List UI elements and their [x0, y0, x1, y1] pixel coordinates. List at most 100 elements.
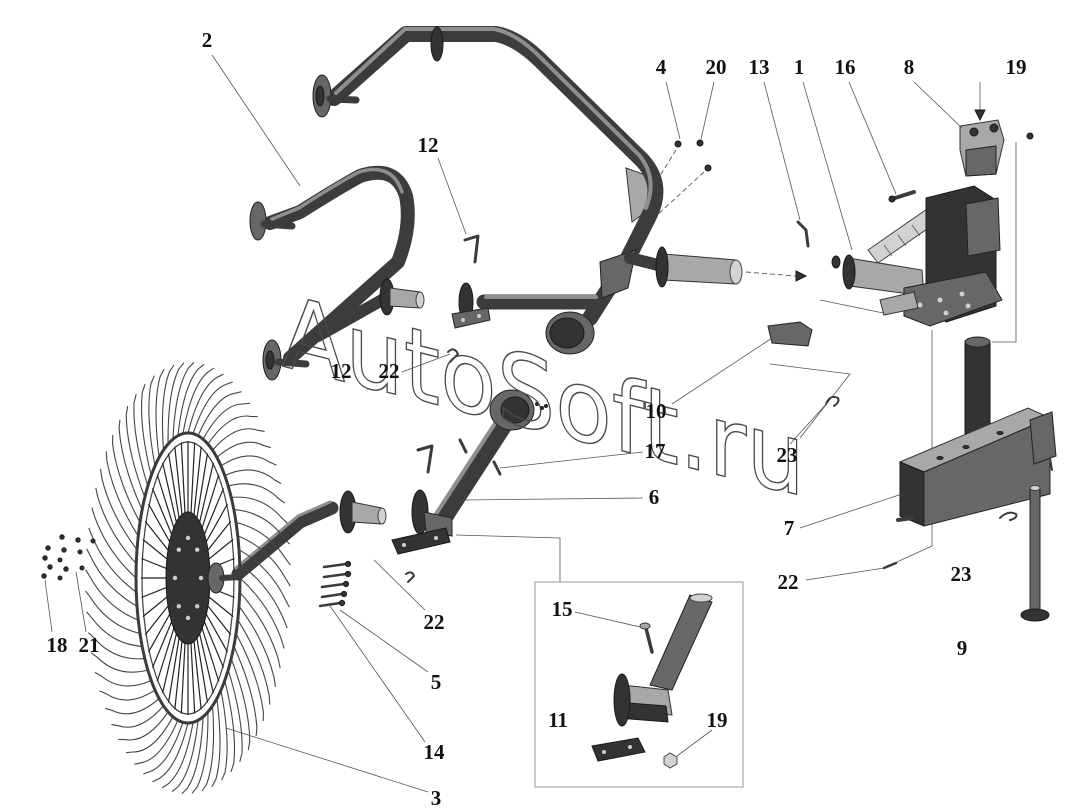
beam-stub-axle [896, 516, 914, 522]
callout-part-8: 8 [904, 55, 915, 79]
bolts-14 [318, 560, 352, 608]
lower-frame-highlight [270, 167, 404, 221]
arm-6-plate [391, 527, 451, 555]
wheel-spoke [202, 618, 225, 668]
cross-tube-bracket [451, 307, 491, 329]
wheel-spoke [205, 603, 232, 636]
callout-part-10: 10 [646, 399, 667, 423]
rake-tine [90, 652, 148, 673]
callout-part-11: 11 [548, 708, 568, 732]
leader-line-21 [75, 571, 87, 633]
plate-hole [434, 536, 438, 540]
arm-6-highlight [434, 406, 507, 516]
frame-side-tube-flange [655, 246, 669, 288]
rake-tine [182, 367, 215, 434]
inset-detail [534, 581, 744, 788]
leader-line-14 [329, 605, 426, 743]
frame-tube-highlight [334, 27, 653, 210]
rake-tine [181, 716, 204, 794]
nut-18 [75, 537, 81, 543]
wheel-spoke [141, 586, 169, 599]
rake-tine [161, 722, 194, 789]
nut-4 [674, 140, 682, 148]
leader-line-22-upper [401, 353, 451, 373]
bracket-hole [477, 314, 481, 318]
leader-line-3 [225, 727, 429, 793]
callout-part-14: 14 [424, 740, 446, 764]
guide-line-under-hitch [819, 299, 889, 315]
callout-part-21: 21 [79, 633, 100, 657]
arm-6 [391, 389, 548, 583]
callout-part-22: 22 [424, 610, 445, 634]
leader-line-16 [848, 81, 897, 195]
leader-line-13 [763, 81, 801, 221]
rake-tine [167, 362, 185, 445]
rake-tine [202, 402, 250, 440]
inset-arm-tube-end [689, 593, 713, 603]
wheel-spoke [206, 595, 234, 618]
bolt-14-head [344, 570, 352, 578]
bolt-17 [492, 460, 502, 476]
wheel-spoke [142, 538, 170, 561]
leader-line-19-inset [676, 729, 713, 757]
wheel-arm-highlight [234, 500, 332, 570]
rake-tine [235, 633, 264, 722]
rake-tine [155, 369, 165, 458]
washer-21 [57, 575, 63, 581]
leader-lines [44, 54, 963, 793]
bolt-14-head [338, 599, 346, 607]
main-frame-upper [312, 26, 743, 355]
rake-tine [237, 535, 291, 587]
hub-bolt-hole [185, 535, 191, 541]
rake-tine [220, 689, 228, 781]
wheel-spokes [141, 441, 235, 715]
rake-tine [143, 722, 184, 775]
wheel-spoke [167, 453, 181, 522]
beam-hole [996, 431, 1004, 435]
flange-bolt [535, 402, 539, 406]
beam-hole [936, 456, 944, 460]
bolt-16 [893, 190, 916, 200]
leader-line-23-upper [789, 401, 829, 445]
rake-tine [197, 391, 242, 437]
wheel-spoke [151, 618, 174, 668]
callout-part-23: 23 [777, 443, 798, 467]
rake-tine [118, 419, 143, 510]
rake-tine [86, 611, 143, 647]
callout-part-3: 3 [431, 786, 442, 810]
rake-tine [88, 527, 137, 593]
leader-line-6 [461, 497, 644, 501]
rake-tine [140, 383, 152, 476]
nut-20 [696, 139, 704, 147]
cotter-pin-22-lower [405, 571, 415, 583]
rake-tine [112, 434, 141, 523]
guide-line-bracket-10 [769, 363, 851, 439]
hub-bolt-hole [176, 604, 181, 609]
wheel-spoke [202, 488, 225, 538]
rake-tine [88, 632, 145, 660]
rake-tine [228, 483, 286, 504]
bracket-8-sleeve [965, 145, 997, 177]
wheel-spoke [193, 446, 202, 519]
wheel-spoke [147, 503, 172, 545]
callout-part-23: 23 [951, 562, 972, 586]
beam-clamp-pin [1049, 457, 1053, 471]
lower-frame-axle-top [260, 220, 296, 230]
leader-line-1 [802, 81, 853, 251]
plate-11 [591, 737, 646, 762]
wheel-spoke [198, 630, 214, 694]
watermark-group: AutoSoft.ru [281, 273, 805, 521]
bolt-15 [644, 626, 654, 654]
wheel-spoke [142, 595, 170, 618]
callout-part-7: 7 [784, 516, 795, 540]
callout-part-5: 5 [431, 670, 442, 694]
washer-21 [57, 557, 63, 563]
nut-18 [59, 534, 65, 540]
rake-tine [207, 415, 258, 445]
wheel-spoke [204, 611, 229, 653]
arm-6-tube [433, 403, 521, 529]
rake-tine [99, 689, 156, 701]
rake-tine [239, 591, 281, 669]
nuts-18-21 [41, 534, 96, 581]
rake-tine [111, 705, 164, 728]
